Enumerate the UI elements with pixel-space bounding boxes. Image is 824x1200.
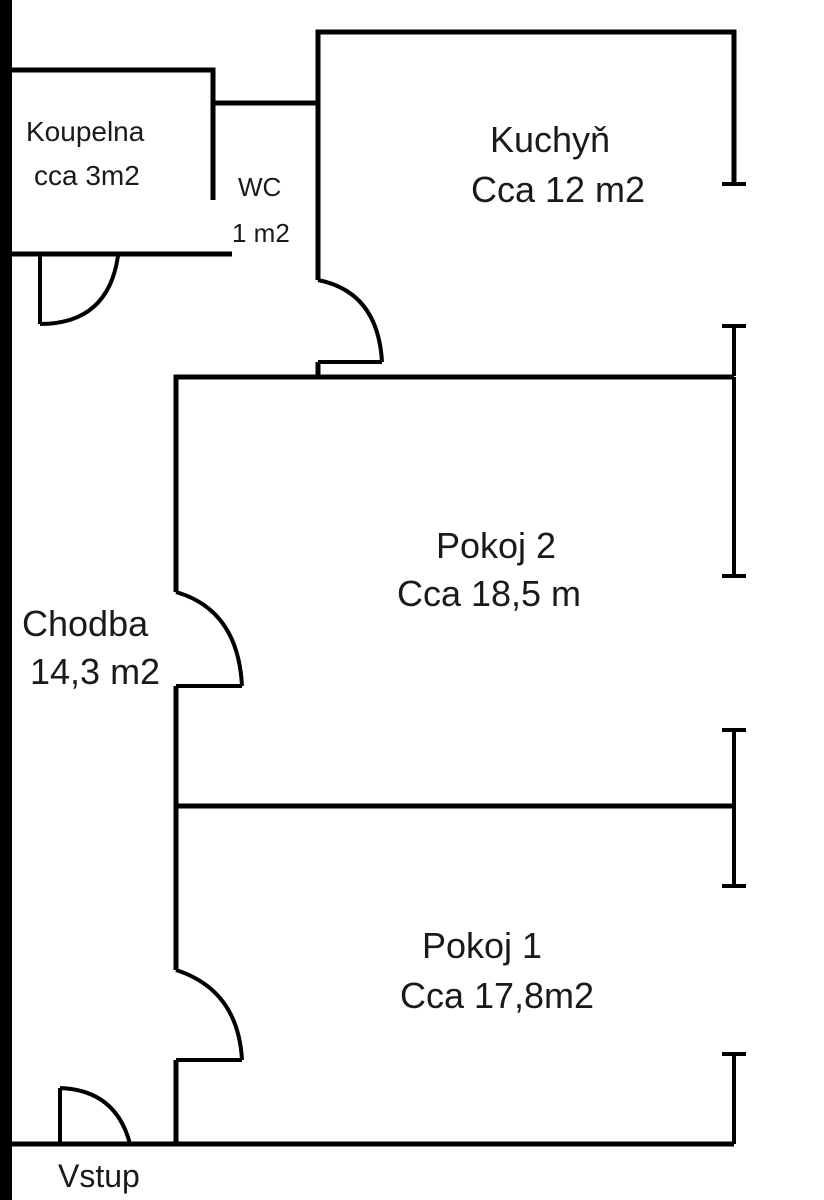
koupelna-door	[38, 254, 120, 326]
pokoj1-area: Cca 17,8m2	[399, 975, 595, 1016]
kuchyn-walls	[315, 29, 737, 376]
kuchyn-area: Cca 12 m2	[470, 169, 646, 210]
entrance-door	[58, 1086, 132, 1145]
kuchyn-window	[722, 182, 746, 376]
chodba-area: 14,3 m2	[30, 651, 161, 692]
pokoj2-walls	[173, 374, 734, 809]
pokoj1-name: Pokoj 1	[421, 925, 543, 966]
kuchyn-door	[317, 278, 384, 364]
koupelna-name: Koupelna	[26, 116, 145, 147]
pokoj2-door	[175, 590, 244, 688]
koupelna-walls	[12, 67, 318, 257]
pokoj2-name: Pokoj 2	[435, 525, 557, 566]
koupelna-area: cca 3m2	[34, 160, 140, 191]
pokoj2-area: Cca 18,5 m	[396, 573, 582, 614]
pokoj1-walls	[12, 806, 734, 1147]
wc-area: 1 m2	[232, 218, 290, 248]
kuchyn-name: Kuchyň	[489, 119, 611, 160]
chodba-name: Chodba	[22, 603, 149, 644]
pokoj1-door	[175, 968, 244, 1062]
pokoj2-window	[722, 377, 746, 806]
entrance-label: Vstup	[58, 1158, 140, 1194]
wc-name: WC	[238, 172, 282, 202]
pokoj1-window	[722, 806, 746, 1144]
